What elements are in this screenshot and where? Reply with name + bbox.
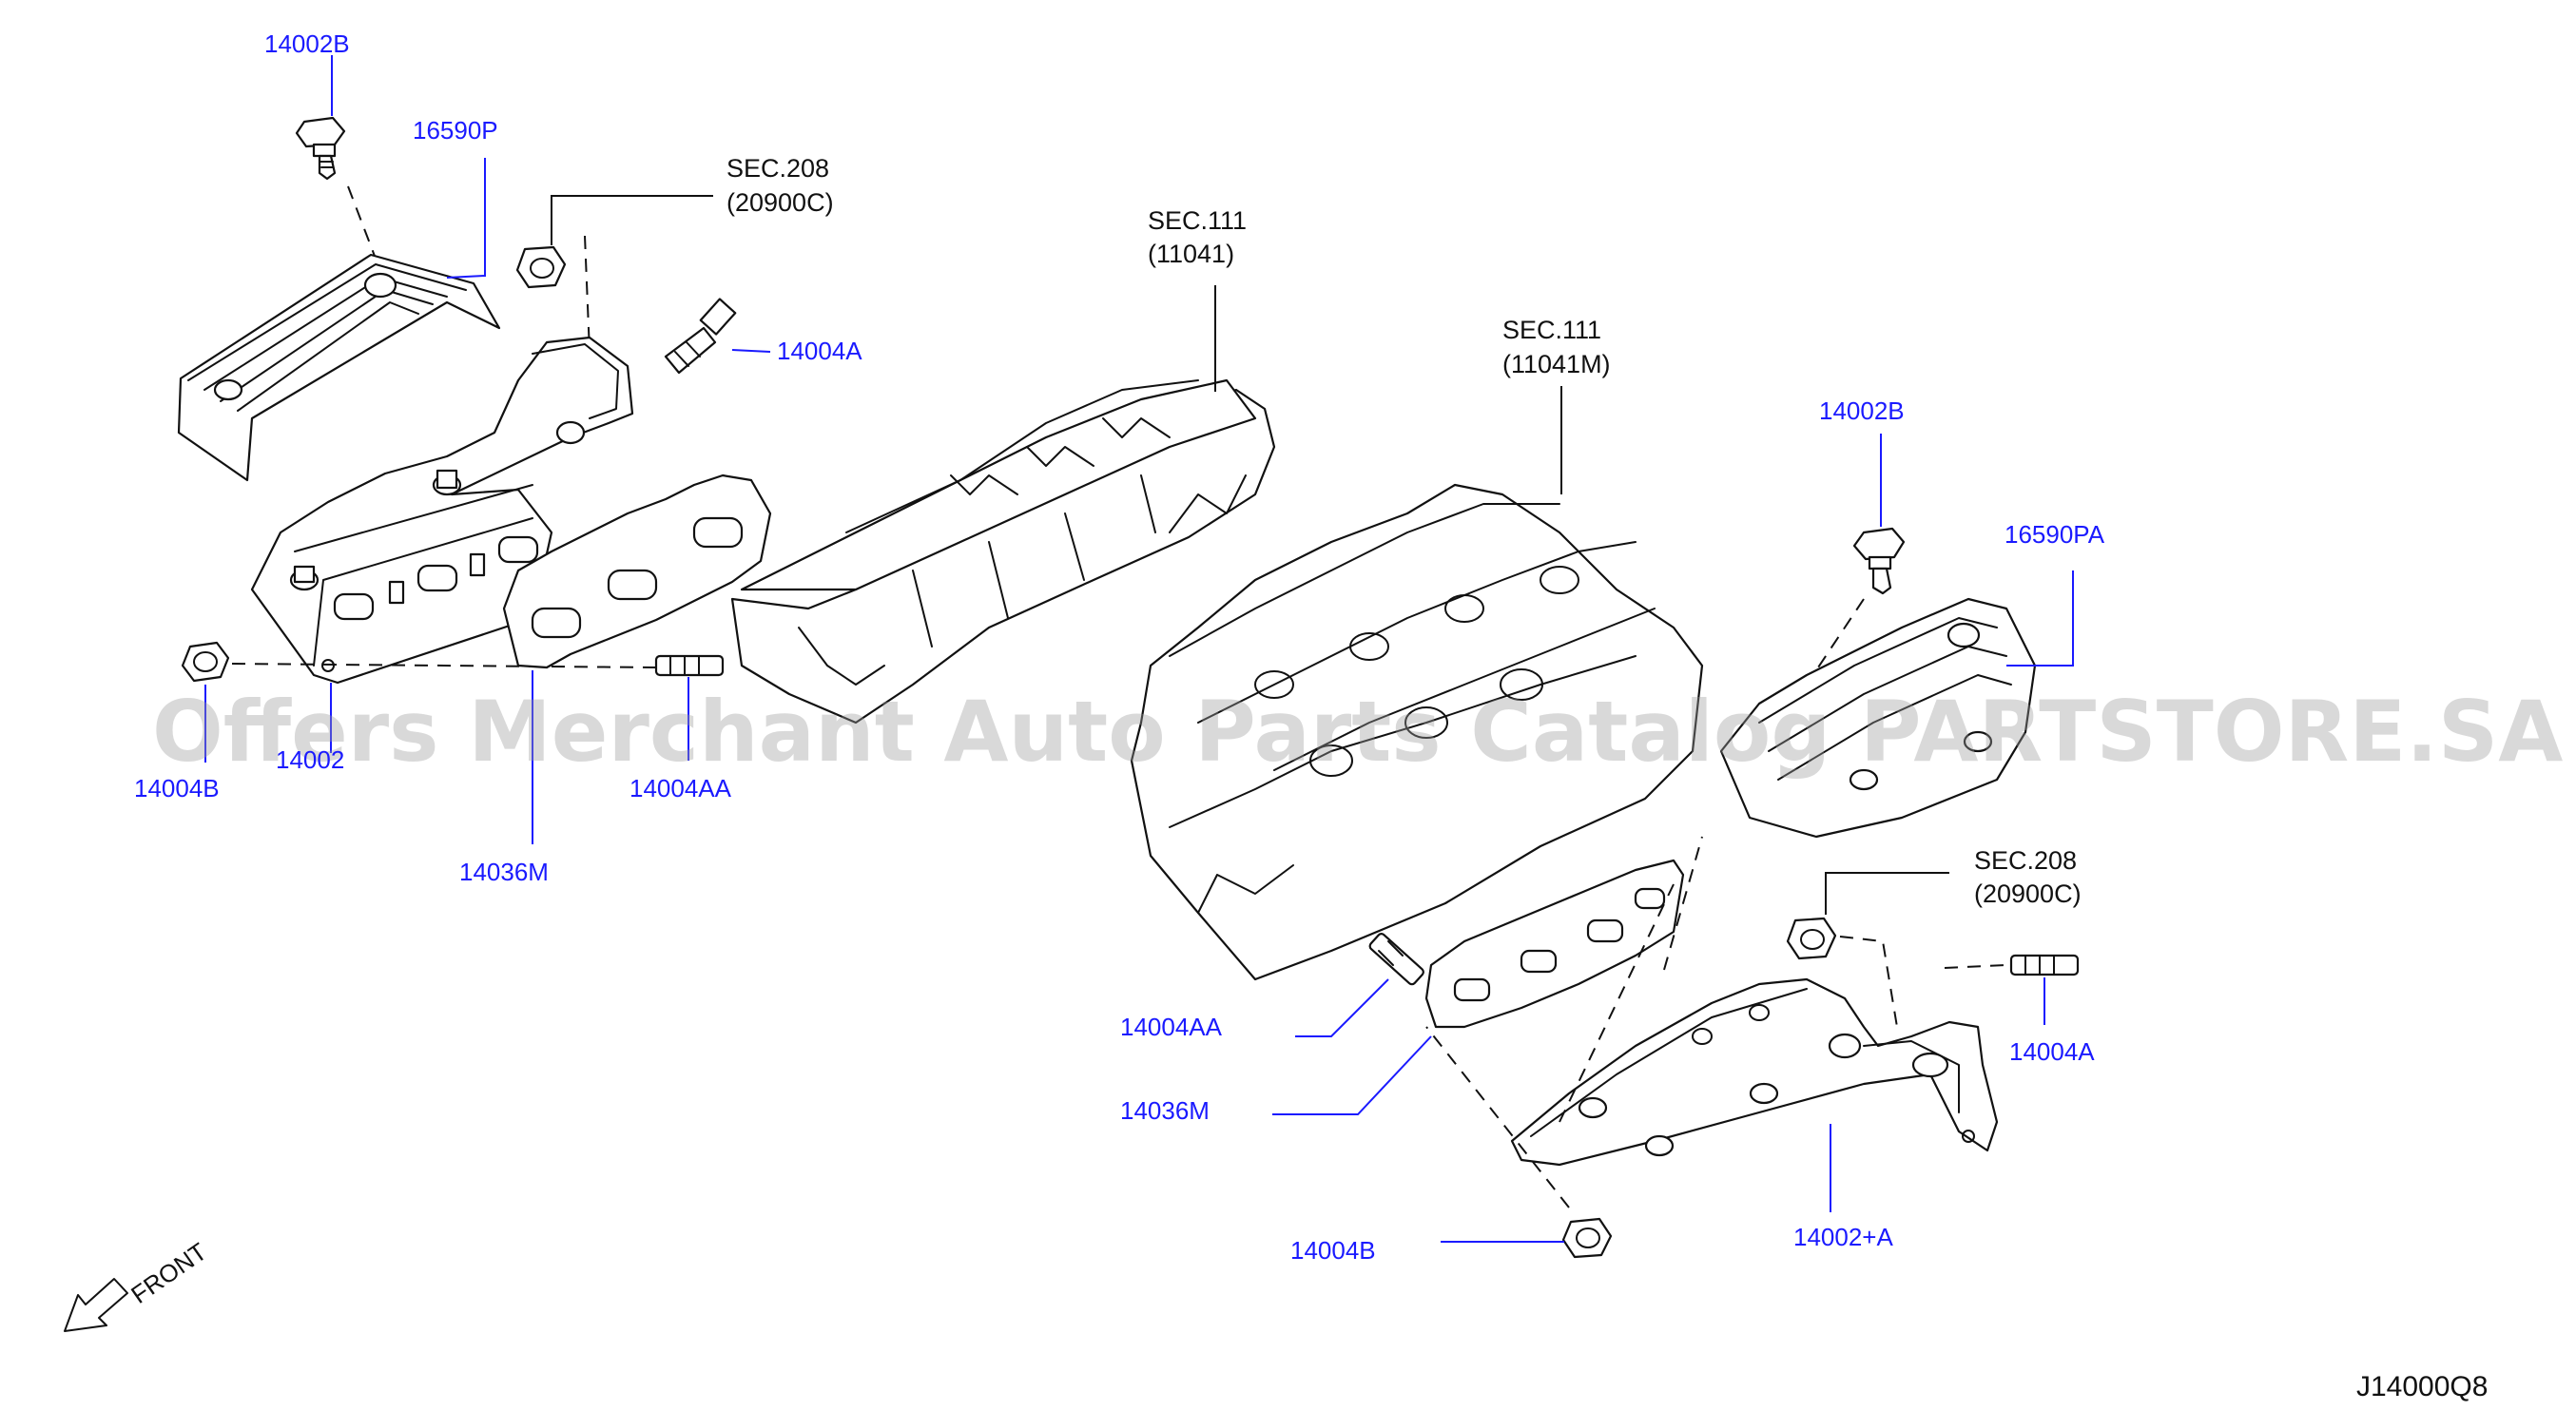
nut-14004b-left[interactable] — [181, 641, 230, 683]
label-sec208-left-sub: (20900C) — [726, 188, 834, 217]
label-sec111-right-sub: (11041M) — [1502, 350, 1611, 378]
bolt-14002b-right[interactable] — [1852, 527, 1906, 595]
dash-line — [1425, 1026, 1570, 1208]
heat-shield-16590p[interactable] — [177, 253, 501, 482]
label-14036m-right[interactable]: 14036M — [1120, 1096, 1210, 1125]
label-14036m-left[interactable]: 14036M — [459, 858, 549, 886]
diagram-code: J14000Q8 — [2356, 1371, 2488, 1402]
watermark-text: Offers Merchant Auto Parts Catalog PARTS… — [152, 683, 2563, 781]
front-label: FRONT — [126, 1237, 212, 1309]
nut-sec208-left[interactable] — [515, 245, 567, 289]
dash-line — [1663, 836, 1703, 971]
label-14004aa-left[interactable]: 14004AA — [629, 774, 732, 802]
nut-14004b-right[interactable] — [1561, 1217, 1613, 1259]
label-14002a-right[interactable]: 14002+A — [1793, 1223, 1893, 1251]
label-14004b-left[interactable]: 14004B — [134, 774, 220, 802]
nut-sec208-right[interactable] — [1786, 917, 1837, 960]
label-sec208-right-sub: (20900C) — [1974, 879, 2082, 908]
label-14002b-right[interactable]: 14002B — [1819, 396, 1905, 425]
label-sec111-left[interactable]: SEC.111 — [1148, 206, 1247, 235]
cylinder-head-11041[interactable] — [730, 378, 1276, 725]
gasket-14036m-left[interactable] — [502, 474, 772, 669]
label-sec111-right[interactable]: SEC.111 — [1502, 316, 1601, 344]
callout-labels: 14002B 16590P SEC.208 (20900C) 14004A SE… — [134, 29, 2105, 1265]
stud-14004a-right[interactable] — [2009, 954, 2080, 976]
label-14004b-right[interactable]: 14004B — [1290, 1236, 1376, 1265]
dash-line — [231, 663, 657, 668]
stud-14004a-left[interactable] — [664, 298, 737, 375]
label-14004aa-right[interactable]: 14004AA — [1120, 1013, 1223, 1041]
label-sec111-left-sub: (11041) — [1148, 240, 1234, 268]
bolt-14002b-top[interactable] — [295, 116, 346, 181]
front-arrow-icon — [64, 1278, 128, 1332]
label-16590p[interactable]: 16590P — [413, 116, 498, 145]
dash-line — [584, 235, 591, 353]
label-16590pa[interactable]: 16590PA — [2005, 520, 2105, 549]
stud-14004aa-right[interactable] — [1368, 932, 1424, 986]
exhaust-manifold-14002a-right[interactable] — [1510, 977, 1999, 1167]
label-14002-left[interactable]: 14002 — [276, 745, 344, 774]
label-14004a-right[interactable]: 14004A — [2009, 1037, 2095, 1066]
label-14004a-left[interactable]: 14004A — [777, 337, 862, 365]
leader-lines — [204, 55, 2074, 1243]
label-sec208-right[interactable]: SEC.208 — [1974, 846, 2077, 875]
label-14002b-top[interactable]: 14002B — [264, 29, 350, 58]
label-sec208-left[interactable]: SEC.208 — [726, 154, 829, 183]
gasket-14036m-right[interactable] — [1424, 859, 1685, 1029]
stud-14004aa-left[interactable] — [654, 654, 725, 677]
dash-line — [1944, 964, 2007, 969]
dash-line — [1839, 936, 1898, 1028]
dash-line — [1806, 598, 1865, 686]
front-indicator: FRONT — [64, 1237, 212, 1332]
cylinder-head-11041m[interactable] — [1130, 483, 1704, 981]
